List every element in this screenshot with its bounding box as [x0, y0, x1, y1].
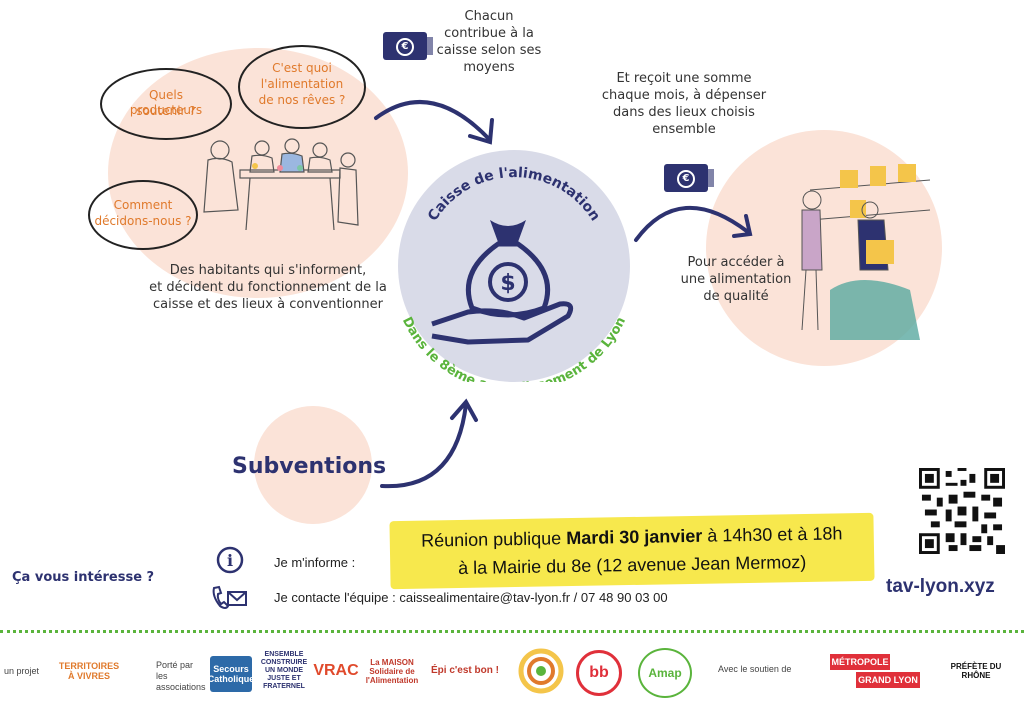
meeting-line1-pre: Réunion publique — [420, 528, 567, 551]
bubble-decidons-l1: Comment — [113, 198, 173, 212]
soutien-label: Avec le soutien de — [718, 664, 792, 674]
ensemble-logo-text: ENSEMBLE CONSTRUIRE UN MONDE JUSTE ET FR… — [260, 651, 308, 690]
maison-solidaire-logo: La MAISON Solidaire de l'Alimentation — [364, 645, 420, 697]
interest-label: Ça vous intéresse ? — [12, 570, 155, 585]
arrow-top-icon — [374, 100, 494, 145]
meeting-line1-post: à 14h30 et à 18h — [702, 523, 843, 546]
monthly-l2: chaque mois, à dépenser — [601, 88, 767, 103]
caisse-title-arc: Caisse de l'alimentation Dans le 8ème ar… — [399, 165, 629, 382]
bubble-producteurs-l1: Quels producteurs — [129, 88, 203, 117]
bubble-decidons-l2: décidons-nous ? — [94, 214, 192, 228]
website-link[interactable]: tav-lyon.xyz — [886, 576, 995, 597]
un-projet-label: un projet — [4, 666, 40, 676]
bubble-producteurs: Quels producteurs soutenir ? — [100, 68, 232, 140]
territoires-logo-text: TERRITOIRES À VIVRES — [58, 661, 120, 681]
contact-label[interactable]: Je contacte l'équipe : caissealimentaire… — [274, 590, 668, 605]
ensemble-logo: ENSEMBLE CONSTRUIRE UN MONDE JUSTE ET FR… — [256, 645, 312, 697]
bubble-producteurs-l2: soutenir ? — [136, 104, 196, 118]
prefete-logo-text: PRÉFÈTE DU RHÔNE — [950, 662, 1002, 680]
territoires-a-vivres-logo: TERRITOIRES À VIVRES — [56, 645, 122, 697]
meeting-banner: Réunion publique Mardi 30 janvier à 14h3… — [389, 512, 875, 590]
metropole-logo: MÉTROPOLE — [830, 654, 890, 670]
svg-text:i: i — [227, 551, 233, 570]
info-label: Je m'informe : — [274, 555, 356, 570]
bubble-comment-decidons: Comment décidons-nous ? — [88, 180, 198, 250]
bubble-reves-l2: l'alimentation — [260, 77, 344, 91]
qr-code[interactable] — [919, 468, 1005, 554]
meeting-date: Mardi 30 janvier — [566, 525, 703, 549]
inhabitants-l1: Des habitants qui s'informent, — [169, 263, 367, 278]
porte-par-label: Porté par les associations — [156, 660, 206, 692]
vrac-logo-text: VRAC — [313, 662, 359, 679]
colorful-circle-logo — [518, 648, 564, 694]
inhabitants-l2: et décident du fonctionnement de la — [149, 280, 387, 295]
maison-logo-text: La MAISON Solidaire de l'Alimentation — [365, 657, 419, 685]
bubble-reves-l1: C'est quoi — [272, 61, 332, 75]
arrow-subventions-icon — [380, 398, 478, 489]
banknote-icon: € — [383, 32, 433, 60]
secours-logo-text: Secours Catholique — [207, 664, 255, 684]
banknote-icon-2: € — [664, 164, 714, 192]
access-l3: de qualité — [703, 289, 769, 304]
shop-illustration — [801, 164, 931, 340]
secours-catholique-logo: Secours Catholique — [207, 656, 255, 692]
svg-text:$: $ — [500, 271, 515, 296]
meeting-line1: Réunion publique Mardi 30 janvier à 14h3… — [390, 523, 874, 552]
access-l2: une alimentation — [680, 272, 792, 287]
epi-logo-text: Épi c'est bon ! — [431, 665, 499, 676]
contribution-l4: moyens — [463, 60, 515, 75]
epi-cest-bon-logo: Épi c'est bon ! — [428, 645, 502, 697]
subventions-blob — [254, 406, 372, 524]
vrac-logo: VRAC — [313, 645, 359, 697]
contribution-l3: caisse selon ses — [436, 43, 542, 58]
prefete-rhone-logo: PRÉFÈTE DU RHÔNE — [946, 645, 1006, 697]
contribution-l2: contribue à la — [444, 26, 534, 41]
inhabitants-l3: caisse et des lieux à conventionner — [153, 297, 383, 312]
phone-mail-icon — [212, 585, 247, 609]
monthly-l1: Et reçoit une somme — [616, 71, 752, 86]
bb-logo: bb — [576, 650, 622, 696]
amap-logo: Amap — [638, 648, 692, 698]
metropole-logo-text: MÉTROPOLE — [831, 657, 889, 667]
monthly-l4: ensemble — [652, 122, 716, 137]
grand-lyon-logo-text: GRAND LYON — [858, 675, 918, 685]
arrow-right-icon — [634, 205, 753, 242]
inhabitants-text: Des habitants qui s'informent, et décide… — [128, 262, 408, 313]
monthly-l3: dans des lieux choisis — [613, 105, 755, 120]
grand-lyon-logo: GRAND LYON — [856, 672, 920, 688]
monthly-text: Et reçoit une somme chaque mois, à dépen… — [596, 70, 772, 138]
subventions-label: Subventions — [232, 454, 387, 479]
amap-logo-text: Amap — [648, 666, 682, 680]
access-l1: Pour accéder à — [687, 255, 785, 270]
contribution-text: Chacun contribue à la caisse selon ses m… — [430, 8, 548, 76]
contribution-l1: Chacun — [464, 9, 514, 24]
bubble-reves-l3: de nos rêves ? — [258, 93, 346, 107]
money-bag-hand-icon: $ — [431, 220, 574, 345]
access-text: Pour accéder à une alimentation de quali… — [668, 254, 804, 305]
info-icon: i — [216, 546, 244, 574]
people-table-illustration — [203, 138, 359, 231]
meeting-line2: à la Mairie du 8e (12 avenue Jean Mermoz… — [458, 551, 807, 579]
footer-divider — [0, 630, 1024, 633]
bb-logo-text: bb — [589, 664, 609, 681]
bubble-alimentation-reves: C'est quoi l'alimentation de nos rêves ? — [238, 45, 366, 129]
